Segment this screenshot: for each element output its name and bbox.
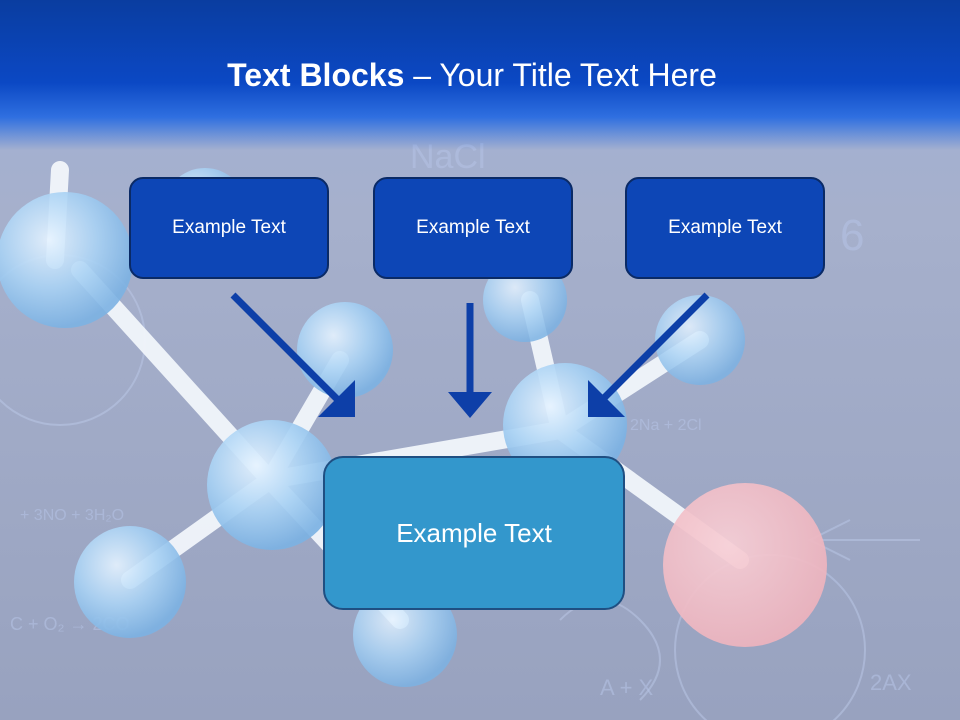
title-rest: Your Title Text Here: [439, 57, 717, 93]
text-block-2-label: Example Text: [416, 217, 530, 238]
svg-text:2Na + 2Cl: 2Na + 2Cl: [630, 417, 702, 434]
title-bar: [0, 0, 960, 150]
center-text-block-label: Example Text: [396, 517, 552, 548]
title-bold: Text Blocks: [227, 57, 405, 93]
svg-text:6: 6: [840, 211, 864, 260]
arrow-left-head: [318, 380, 355, 417]
arrow-middle-head: [448, 392, 492, 418]
text-block-3[interactable]: Example Text: [625, 177, 825, 279]
title-dash: –: [404, 57, 440, 93]
slide-title: Text Blocks – Your Title Text Here: [0, 52, 944, 98]
text-block-3-label: Example Text: [668, 217, 782, 238]
arrow-left: [230, 292, 343, 405]
center-text-block[interactable]: Example Text: [323, 456, 625, 610]
arrow-right: [597, 292, 710, 405]
text-block-1-label: Example Text: [172, 217, 286, 238]
arrow-right-head: [588, 380, 625, 417]
text-block-1[interactable]: Example Text: [129, 177, 329, 279]
svg-text:+ 3NO + 3H₂O: + 3NO + 3H₂O: [20, 507, 124, 524]
text-block-2[interactable]: Example Text: [373, 177, 573, 279]
svg-text:A + X: A + X: [600, 675, 654, 700]
svg-text:2AX: 2AX: [870, 670, 912, 695]
